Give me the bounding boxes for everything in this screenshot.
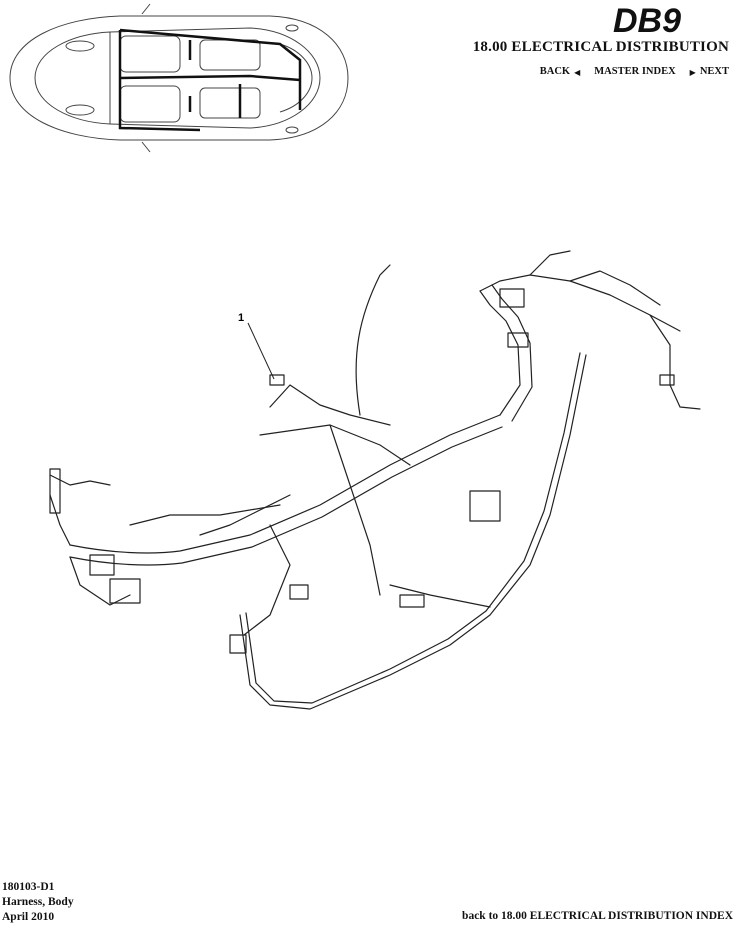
brand-text: DB9 — [613, 2, 681, 40]
part-name: Harness, Body — [2, 896, 74, 908]
triangle-left-icon: ◀ — [574, 67, 581, 77]
next-link[interactable]: ▶ NEXT — [690, 66, 729, 77]
back-link[interactable]: BACK ◀ — [540, 66, 581, 77]
publication-date: April 2010 — [2, 911, 55, 923]
back-to-index-link[interactable]: back to 18.00 ELECTRICAL DISTRIBUTION IN… — [462, 910, 733, 922]
triangle-right-icon: ▶ — [689, 67, 696, 77]
page-navigation: BACK ◀ MASTER INDEX ▶ NEXT — [540, 66, 729, 77]
body-harness-illustration: 1 — [49, 250, 701, 710]
next-label: NEXT — [699, 66, 729, 77]
part-info: 180103-D1 Harness, Body April 2010 — [2, 880, 74, 925]
master-index-link[interactable]: MASTER INDEX — [594, 66, 676, 77]
callout-1: 1 — [238, 312, 244, 324]
part-number: 180103-D1 — [2, 881, 55, 893]
car-overview-image — [9, 3, 349, 153]
db9-logo: DB9 — [613, 2, 681, 40]
section-title: 18.00 ELECTRICAL DISTRIBUTION — [472, 39, 729, 55]
back-label: BACK — [539, 66, 571, 77]
